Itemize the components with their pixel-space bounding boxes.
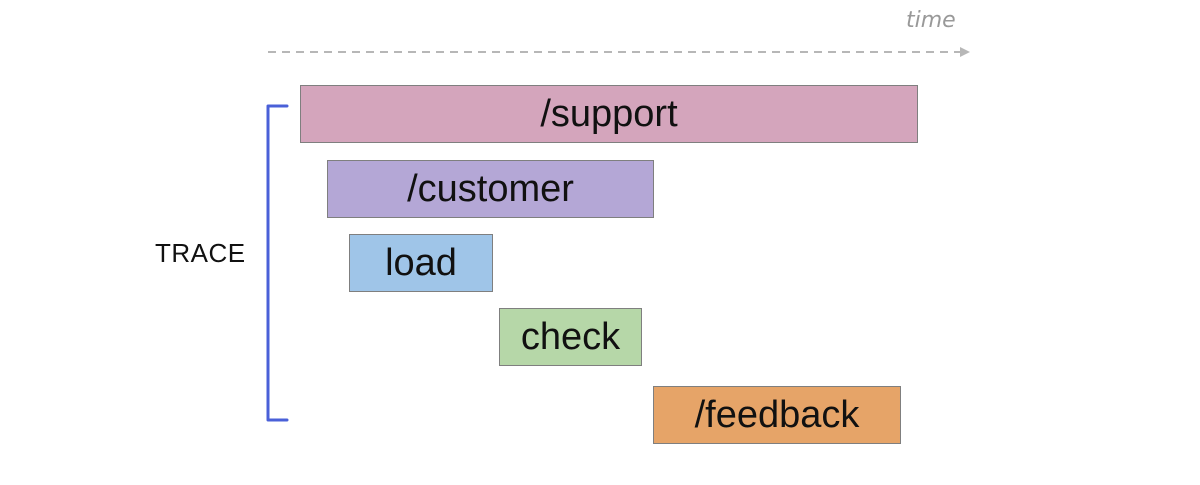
time-axis-arrowhead [960,47,970,57]
trace-bracket-line [266,104,289,422]
span-feedback-label: /feedback [694,394,860,436]
span-customer: /customer [327,160,654,218]
span-customer-label: /customer [407,168,574,210]
time-axis-label: time [906,8,956,33]
span-feedback: /feedback [653,386,901,444]
span-load-label: load [385,242,457,284]
span-load: load [349,234,493,292]
span-support-label: /support [540,93,678,135]
trace-bracket [266,104,289,422]
span-check-label: check [520,316,621,358]
time-axis-arrow [268,47,970,57]
trace-label: TRACE [155,238,246,268]
span-support: /support [300,85,918,143]
span-check: check [499,308,642,366]
